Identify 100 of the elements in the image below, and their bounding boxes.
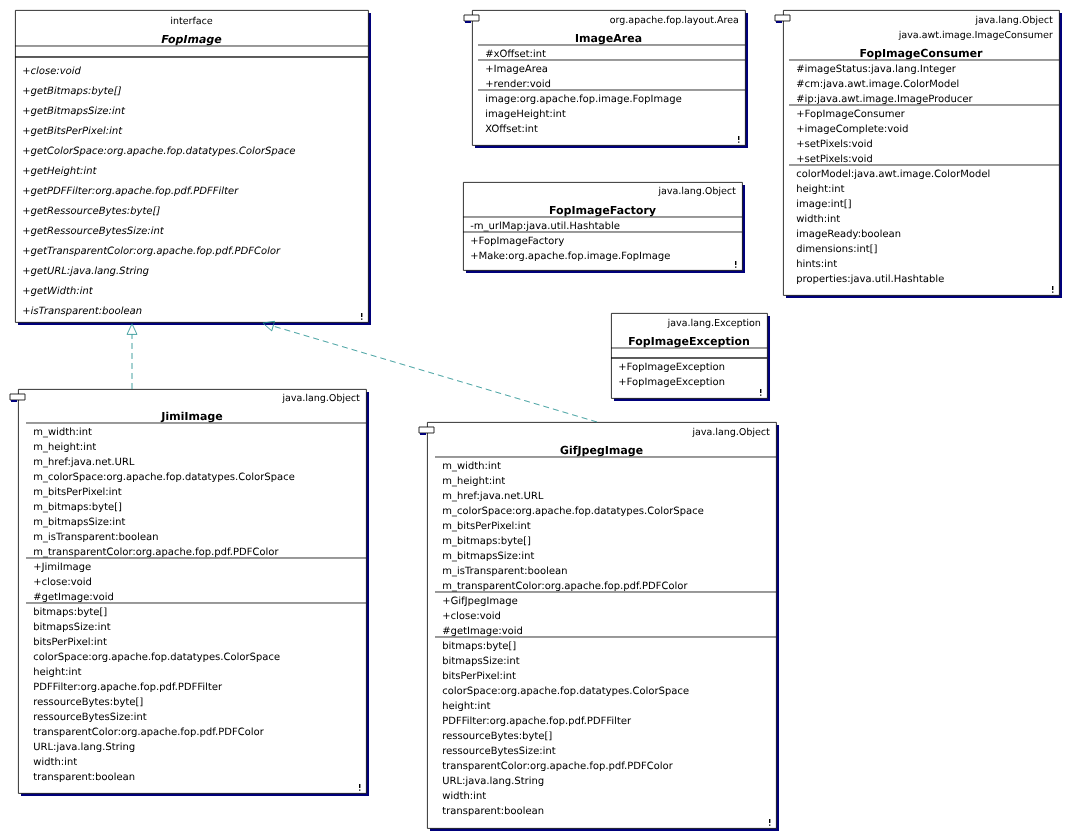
member-text: URL:java.lang.String [443,776,544,787]
member-text: +close:void [443,611,500,620]
compartment [25,422,367,558]
member-text: PDFFilter:org.apache.fop.pdf.PDFFilter [34,682,223,693]
member-text: +setPixels:void [797,154,872,163]
member-text: width:int [33,757,77,766]
member-text: +getWidth:int [23,286,93,297]
member-text: width:int [442,791,486,800]
member-text: transparent:boolean [33,772,135,783]
member-text: m_transparentColor:org.apache.fop.pdf.PDFColor [34,547,279,558]
member-text: #xOffset:int [486,49,546,58]
member-text: +render:void [486,79,551,88]
member-text: +FopImageFactory [471,236,564,247]
member-text: PDFFilter:org.apache.fop.pdf.PDFFilter [443,716,632,727]
member-text: m_bitmapsSize:int [34,517,126,528]
compartment [25,557,367,603]
member-text: +getTransparentColor:org.apache.fop.pdf.PDFColor [23,246,281,257]
member-text: +getBitmapsSize:int [23,106,126,117]
member-text: m_bitmaps:byte[] [443,536,531,547]
member-text: +FopImageConsumer [797,109,905,120]
member-text: imageHeight:int [486,109,566,120]
member-text: m_bitmaps:byte[] [34,502,122,513]
member-text: ressourceBytesSize:int [34,712,147,723]
member-text: +ImageArea [486,64,547,75]
member-text: +Make:org.apache.fop.image.FopImage [471,251,670,262]
member-text: hints:int [797,259,837,268]
member-text: +getHeight:int [23,166,97,177]
member-text: #getImage:void [443,626,522,637]
compartment [434,636,777,817]
member-text: colorSpace:org.apache.fop.datatypes.ColorSpace [442,686,689,697]
member-text: properties:java.util.Hashtable [797,274,944,285]
realization-arrow [126,323,138,390]
compartment [462,216,743,232]
compartment [610,357,768,388]
member-text: bitmaps:byte[] [443,641,516,652]
member-text: XOffset:int [485,124,538,133]
member-text: +FopImageException [619,377,725,388]
member-text: m_bitsPerPixel:int [443,521,531,532]
compartment [434,591,777,637]
member-text: -m_urlMap:java.util.Hashtable [470,221,620,232]
member-text: +FopImageException [619,362,725,373]
member-text: +getRessourceBytesSize:int [23,226,165,237]
member-text: bitsPerPixel:int [34,637,107,646]
member-text: transparentColor:org.apache.fop.pdf.PDFColor [442,761,673,772]
compartment [788,59,1060,105]
compartment [14,56,369,317]
member-text: colorModel:java.awt.image.ColorModel [796,169,990,180]
member-text: bitsPerPixel:int [443,671,516,680]
compartment [788,164,1060,285]
compartment [462,231,743,262]
member-text: #cm:java.awt.image.ColorModel [796,79,959,90]
member-text: +JimiImage [34,562,91,573]
member-text: bitmaps:byte[] [34,607,107,618]
realization-arrow [262,320,598,423]
member-text: ressourceBytes:byte[] [443,731,552,742]
member-text: m_href:java.net.URL [34,457,135,468]
member-text: +getPDFFilter:org.apache.fop.pdf.PDFFilter [23,186,239,197]
member-text: colorSpace:org.apache.fop.datatypes.ColorSpace [33,652,280,663]
member-text: m_transparentColor:org.apache.fop.pdf.PDFColor [443,581,688,592]
member-text: m_isTransparent:boolean [443,566,567,577]
compartment [788,104,1060,163]
member-text: +close:void [23,66,81,75]
member-text: +getColorSpace:org.apache.fop.datatypes.ColorSpace [23,146,296,157]
member-text: image:int[] [797,199,851,210]
member-text: m_bitmapsSize:int [443,551,535,562]
member-text: transparentColor:org.apache.fop.pdf.PDFColor [33,727,264,738]
member-text: m_isTransparent:boolean [34,532,158,543]
member-text: +setPixels:void [797,139,872,148]
member-text: +GifJpegImage [443,596,518,607]
member-text: m_bitsPerPixel:int [34,487,122,498]
member-text: transparent:boolean [442,806,544,817]
member-text: width:int [796,214,840,223]
member-text: height:int [443,701,491,712]
member-text: m_width:int [443,461,501,472]
member-text: height:int [34,667,82,678]
member-text: height:int [797,184,845,195]
compartment [434,456,777,592]
member-text: +isTransparent:boolean [23,306,142,317]
member-text: #imageStatus:java.lang.Integer [796,64,956,75]
member-text: dimensions:int[] [796,244,877,254]
member-text: m_width:int [34,427,92,438]
member-text: ressourceBytesSize:int [443,746,556,757]
member-text: #getImage:void [34,592,113,603]
member-text: m_colorSpace:org.apache.fop.datatypes.ColorSpace [34,472,295,483]
member-text: m_href:java.net.URL [443,491,544,502]
member-text: m_height:int [443,476,505,487]
compartment [25,602,367,783]
member-text: +imageComplete:void [797,124,908,135]
member-text: +getBitmaps:byte[] [23,86,121,97]
member-text: m_height:int [34,442,96,453]
member-text: bitmapsSize:int [443,656,520,667]
member-text: bitmapsSize:int [34,622,111,633]
member-text: ressourceBytes:byte[] [34,697,143,708]
member-text: +getRessourceBytes:byte[] [23,206,160,217]
member-text: +getBitsPerPixel:int [23,126,123,137]
compartment [477,44,746,58]
member-text: #ip:java.awt.image.ImageProducer [796,94,973,105]
member-text: imageReady:boolean [797,229,901,240]
member-text: image:org.apache.fop.image.FopImage [486,94,682,105]
member-text: +getURL:java.lang.String [23,266,149,277]
